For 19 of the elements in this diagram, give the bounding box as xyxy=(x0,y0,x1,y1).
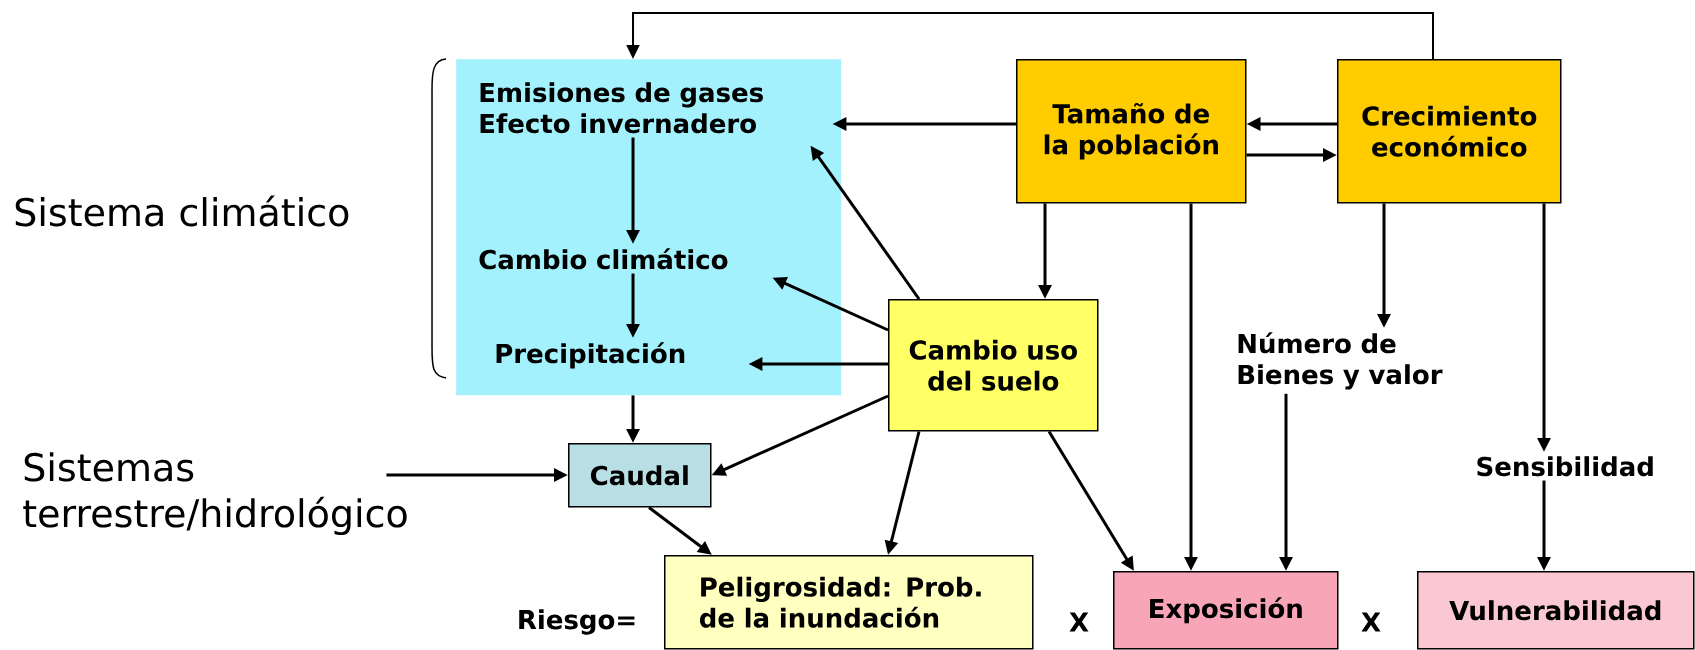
side-label: Sistema climático xyxy=(15,195,349,227)
process-box: Crecimiento económico xyxy=(1337,59,1562,204)
node-label: Sistemas terrestre/hidrológico xyxy=(23,452,407,535)
node-label: Sensibilidad xyxy=(1477,456,1653,477)
process-box: Vulnerabilidad xyxy=(1417,571,1695,650)
multiply-sign: X xyxy=(1361,612,1381,632)
flow-text: Emisiones de gases Efecto invernadero xyxy=(480,82,763,134)
arrow xyxy=(626,12,1434,60)
process-box: Exposición xyxy=(1113,571,1339,650)
multiply-sign: X xyxy=(1069,612,1089,632)
process-box: Cambio uso del suelo xyxy=(888,299,1099,432)
process-box: Caudal xyxy=(568,443,712,508)
flow-text: Cambio climático xyxy=(479,248,728,270)
process-box: Tamaño de la población xyxy=(1016,59,1247,204)
panel-background xyxy=(456,59,842,396)
node-label: Número de Bienes y valor xyxy=(1238,332,1443,390)
process-box: Peligrosidad: Prob. de la inundación xyxy=(664,555,1034,650)
flow-text: Precipitación xyxy=(496,342,685,369)
equation-label: Riesgo= xyxy=(519,609,635,635)
